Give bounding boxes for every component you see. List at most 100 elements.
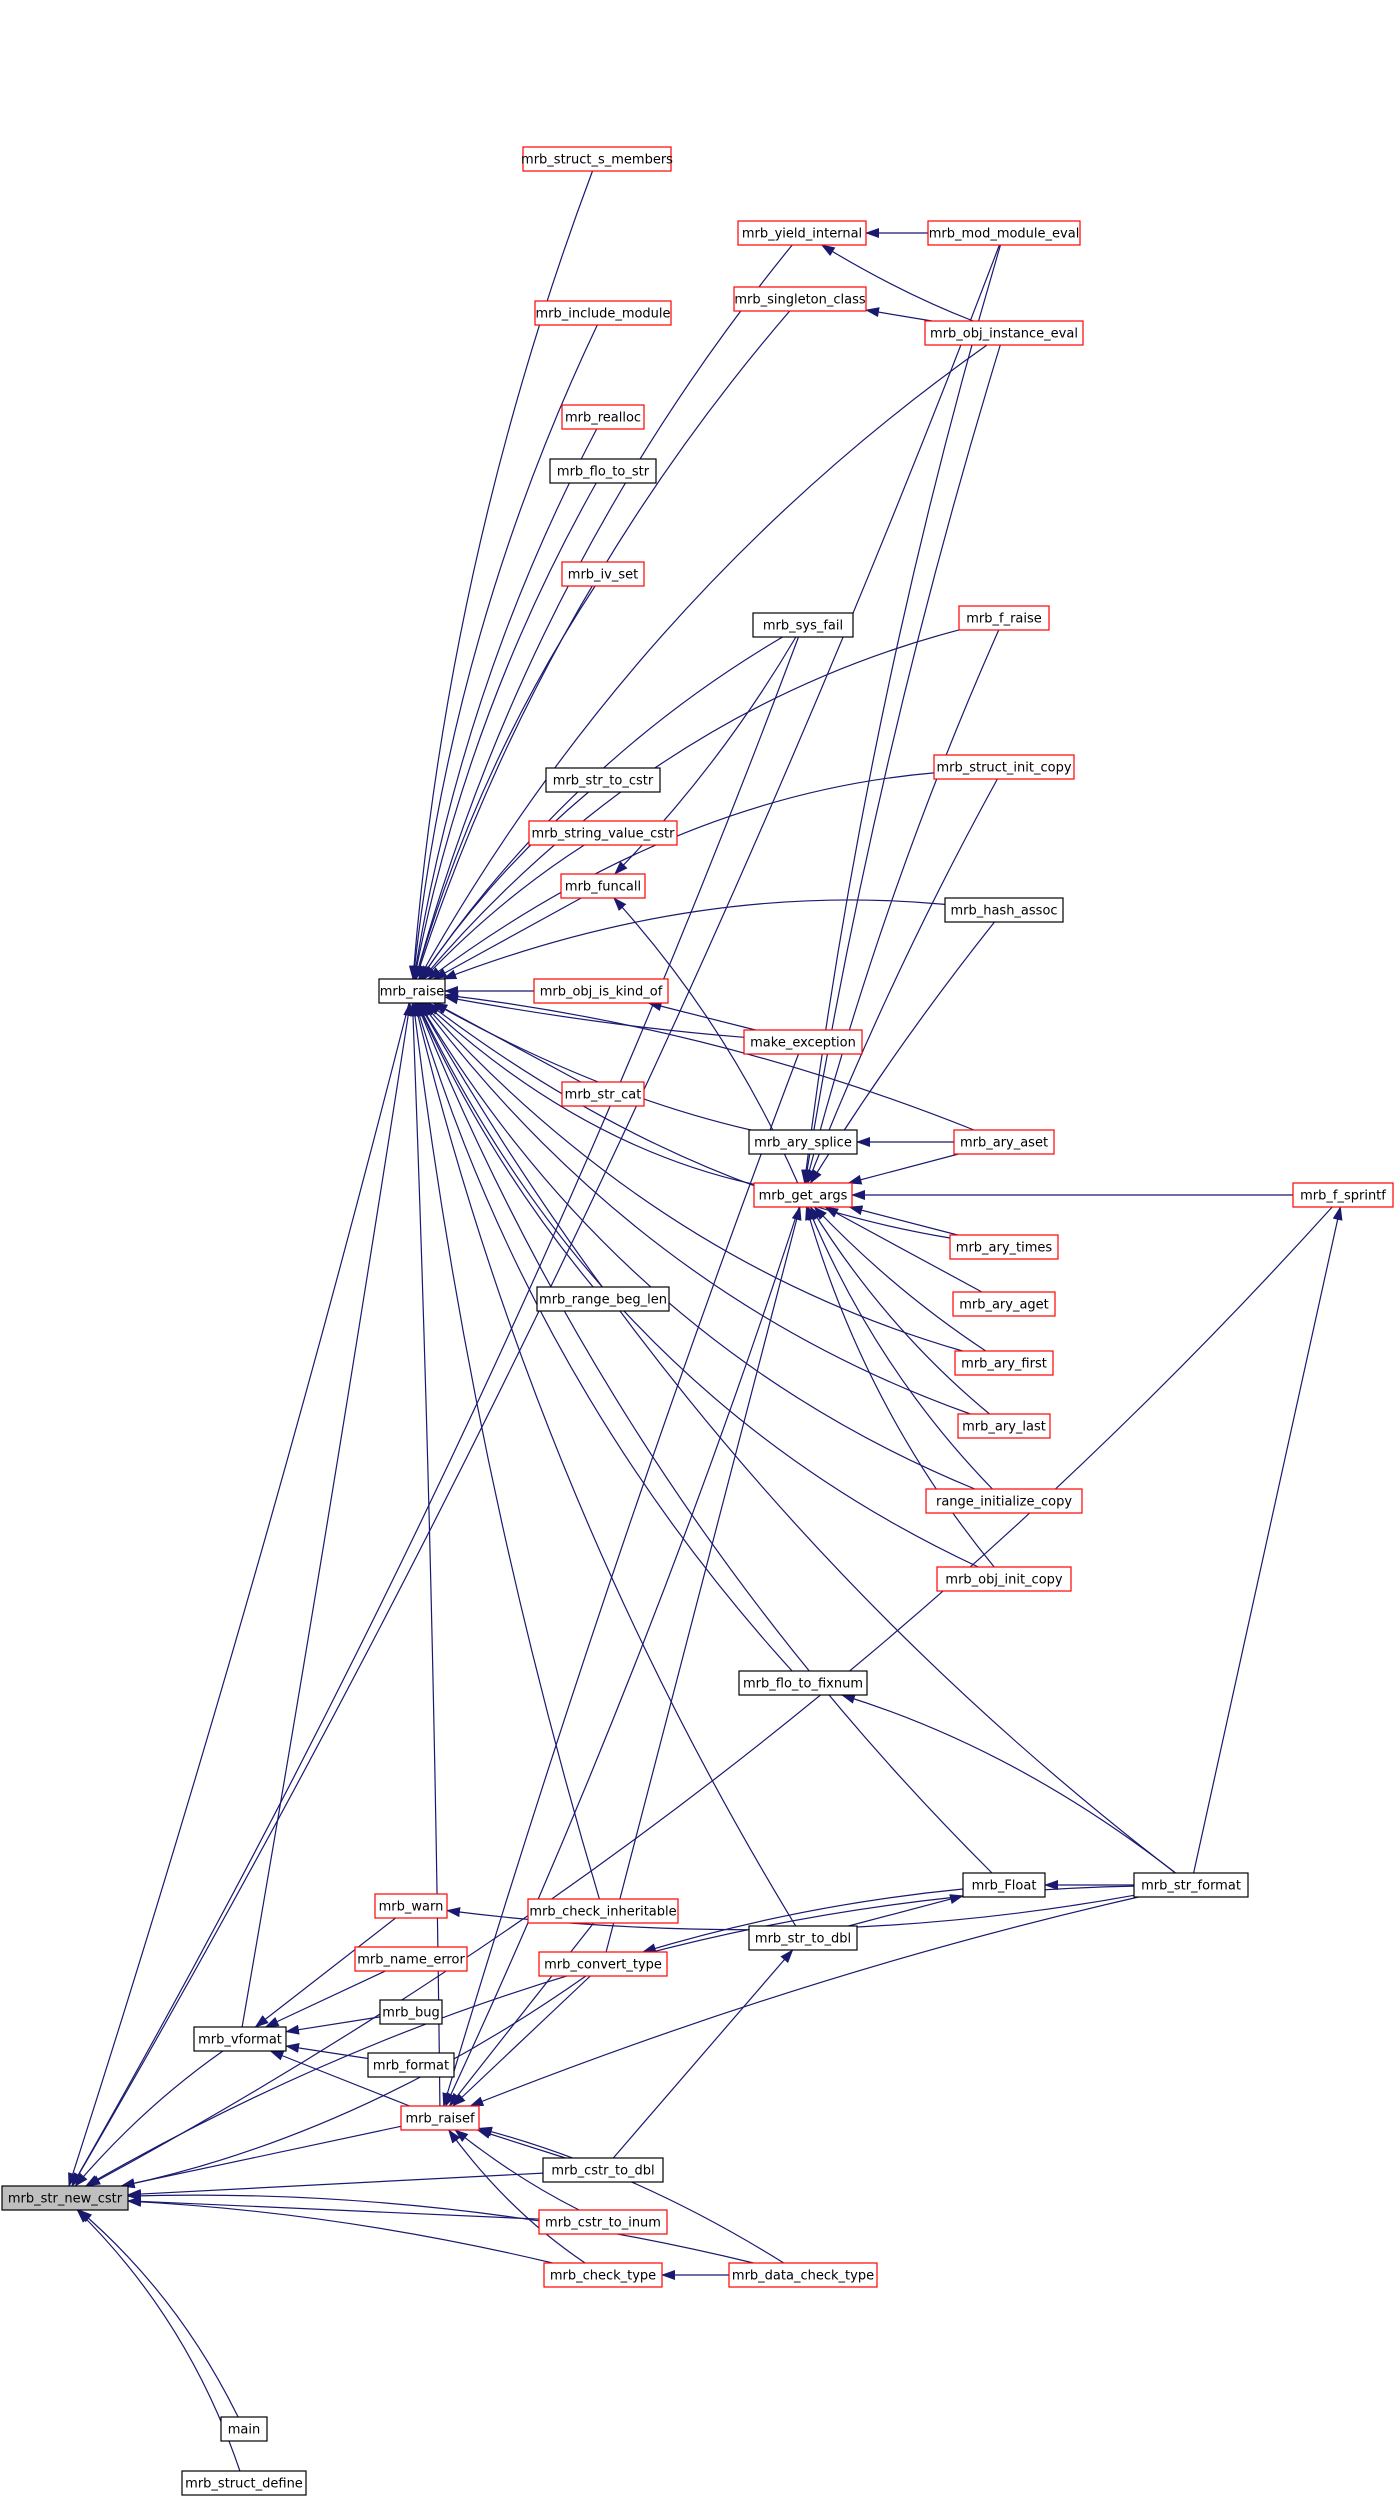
node-f_raise[interactable]: mrb_f_raise bbox=[958, 605, 1050, 631]
node-label: mrb_range_beg_len bbox=[539, 1293, 667, 1308]
node-ary_aget[interactable]: mrb_ary_aget bbox=[952, 1291, 1056, 1317]
edge-hash_assoc-to-raise bbox=[442, 899, 946, 980]
edge-obj_instance_eval-to-yield_internal bbox=[820, 244, 974, 322]
edge-str_to_dbl-to-Float bbox=[848, 1894, 964, 1927]
node-realloc[interactable]: mrb_realloc bbox=[561, 404, 645, 430]
node-box bbox=[949, 1234, 1059, 1260]
node-box bbox=[561, 1081, 645, 1107]
edge-mod_module_eval-to-str_new_cstr bbox=[71, 244, 1000, 2187]
node-box bbox=[545, 767, 661, 793]
edge-name_error-to-vformat bbox=[264, 1970, 386, 2028]
node-box bbox=[536, 1286, 670, 1312]
node-obj_init_copy[interactable]: mrb_obj_init_copy bbox=[936, 1566, 1072, 1592]
edge-ary_aget-to-get_args bbox=[824, 1206, 983, 1293]
node-make_exception[interactable]: make_exception bbox=[743, 1029, 863, 1055]
node-box bbox=[534, 300, 672, 326]
node-label: mrb_struct_define bbox=[185, 2477, 303, 2492]
node-box bbox=[379, 1999, 443, 2025]
node-range_initialize_copy[interactable]: range_initialize_copy bbox=[925, 1488, 1083, 1514]
edge-format-to-vformat bbox=[285, 2043, 369, 2060]
node-check_type[interactable]: mrb_check_type bbox=[543, 2262, 663, 2288]
node-box bbox=[962, 1872, 1046, 1898]
edge-struct_s_members-to-raise bbox=[408, 170, 594, 980]
node-label: mrb_data_check_type bbox=[732, 2269, 874, 2284]
edge-get_args-to-raisef bbox=[445, 1206, 800, 2107]
edge-convert_type-to-str_new_cstr bbox=[120, 1975, 587, 2189]
node-yield_internal[interactable]: mrb_yield_internal bbox=[737, 220, 867, 246]
node-label: mrb_sys_fail bbox=[763, 619, 843, 634]
edge-range_initialize_copy-to-get_args bbox=[807, 1206, 993, 1490]
node-label: mrb_vformat bbox=[198, 2033, 282, 2048]
node-cstr_to_inum[interactable]: mrb_cstr_to_inum bbox=[538, 2209, 668, 2235]
edge-obj_init_copy-to-get_args bbox=[805, 1206, 995, 1568]
edge-cstr_to_dbl-to-raisef bbox=[476, 2129, 566, 2159]
node-ary_first[interactable]: mrb_ary_first bbox=[954, 1350, 1054, 1376]
node-label: mrb_obj_init_copy bbox=[945, 1573, 1062, 1588]
node-ary_last[interactable]: mrb_ary_last bbox=[957, 1413, 1051, 1439]
edge-data_check_type-to-str_new_cstr bbox=[127, 2190, 754, 2264]
node-label: mrb_struct_s_members bbox=[521, 153, 673, 168]
node-f_sprintf[interactable]: mrb_f_sprintf bbox=[1292, 1182, 1394, 1208]
node-warn[interactable]: mrb_warn bbox=[374, 1893, 448, 1919]
node-label: mrb_mod_module_eval bbox=[929, 227, 1080, 242]
edge-str_format-to-raise bbox=[418, 1002, 1176, 1874]
node-struct_s_members[interactable]: mrb_struct_s_members bbox=[521, 146, 673, 172]
node-hash_assoc: mrb_hash_assoc bbox=[944, 897, 1064, 923]
node-ary_times[interactable]: mrb_ary_times bbox=[949, 1234, 1059, 1260]
node-raise: mrb_raise bbox=[378, 978, 446, 1004]
node-label: mrb_format bbox=[373, 2059, 449, 2074]
node-iv_set[interactable]: mrb_iv_set bbox=[561, 561, 645, 587]
edge-cstr_to_dbl-to-str_to_dbl bbox=[612, 1949, 794, 2159]
edge-bug-to-vformat bbox=[285, 2016, 381, 2035]
node-label: mrb_name_error bbox=[357, 1953, 465, 1968]
node-singleton_class[interactable]: mrb_singleton_class bbox=[733, 286, 867, 312]
node-box bbox=[400, 2105, 480, 2131]
node-struct_init_copy[interactable]: mrb_struct_init_copy bbox=[933, 754, 1075, 780]
edge-raise-to-str_new_cstr bbox=[68, 1002, 410, 2187]
edge-iv_set-to-raise bbox=[414, 585, 596, 980]
node-box bbox=[538, 2209, 668, 2235]
node-box bbox=[924, 320, 1084, 346]
node-label: mrb_check_inheritable bbox=[529, 1905, 676, 1920]
node-struct_define: mrb_struct_define bbox=[181, 2470, 307, 2496]
node-mod_module_eval[interactable]: mrb_mod_module_eval bbox=[927, 220, 1081, 246]
node-include_module[interactable]: mrb_include_module bbox=[534, 300, 672, 326]
node-funcall[interactable]: mrb_funcall bbox=[560, 873, 646, 899]
node-convert_type[interactable]: mrb_convert_type bbox=[538, 1951, 668, 1977]
node-label: mrb_obj_is_kind_of bbox=[540, 985, 663, 1000]
node-check_inheritable[interactable]: mrb_check_inheritable bbox=[527, 1898, 679, 1924]
node-box bbox=[936, 1566, 1072, 1592]
node-box bbox=[542, 2157, 664, 2183]
edge-raisef-to-str_new_cstr bbox=[120, 2125, 402, 2189]
edge-check_type-to-raisef bbox=[448, 2129, 586, 2264]
node-name_error[interactable]: mrb_name_error bbox=[354, 1946, 468, 1972]
node-str_cat[interactable]: mrb_str_cat bbox=[561, 1081, 645, 1107]
node-box bbox=[528, 820, 678, 846]
node-data_check_type[interactable]: mrb_data_check_type bbox=[728, 2262, 878, 2288]
node-layer: mrb_str_new_cstrmrb_raisemrb_vformatmrb_… bbox=[1, 146, 1394, 2496]
edge-cstr_to_inum-to-raisef bbox=[454, 2129, 580, 2211]
edge-cstr_to_inum-to-str_new_cstr bbox=[127, 2196, 540, 2220]
node-obj_is_kind_of[interactable]: mrb_obj_is_kind_of bbox=[533, 978, 669, 1004]
node-box bbox=[753, 1182, 853, 1208]
node-string_value_cstr[interactable]: mrb_string_value_cstr bbox=[528, 820, 678, 846]
edge-struct_init_copy-to-get_args bbox=[807, 778, 998, 1184]
node-raisef[interactable]: mrb_raisef bbox=[400, 2105, 480, 2131]
edge-obj_init_copy-to-raise bbox=[417, 1002, 979, 1568]
node-label: mrb_raisef bbox=[405, 2112, 474, 2127]
node-label: mrb_str_to_dbl bbox=[755, 1932, 851, 1947]
node-label: mrb_convert_type bbox=[544, 1958, 662, 1973]
node-box bbox=[193, 2026, 287, 2052]
node-obj_instance_eval[interactable]: mrb_obj_instance_eval bbox=[924, 320, 1084, 346]
node-main: main bbox=[220, 2416, 268, 2442]
node-box bbox=[561, 561, 645, 587]
node-Float: mrb_Float bbox=[962, 1872, 1046, 1898]
node-label: mrb_str_cat bbox=[565, 1088, 642, 1103]
node-get_args[interactable]: mrb_get_args bbox=[753, 1182, 853, 1208]
node-label: make_exception bbox=[750, 1036, 856, 1051]
edge-data_check_type-to-raisef bbox=[478, 2126, 785, 2264]
node-label: mrb_str_to_cstr bbox=[553, 774, 654, 789]
node-label: mrb_f_raise bbox=[966, 612, 1042, 627]
node-ary_aset[interactable]: mrb_ary_aset bbox=[953, 1129, 1055, 1155]
